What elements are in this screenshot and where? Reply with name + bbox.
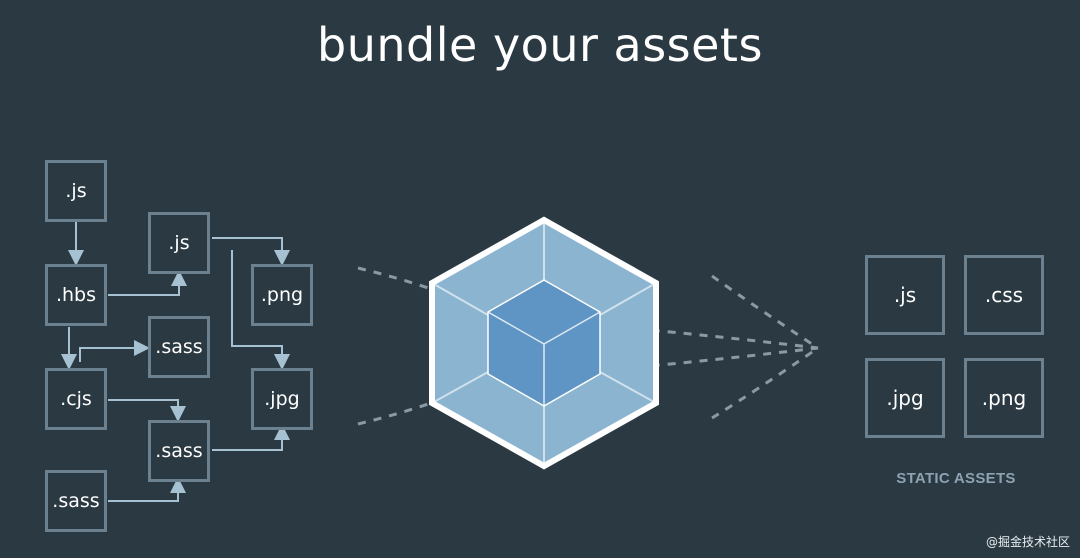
flow-out-mid-bottom xyxy=(603,346,819,372)
module-jpg: .jpg xyxy=(251,368,313,430)
connector-js-jpg xyxy=(231,250,290,370)
module-hbs: .hbs xyxy=(45,264,107,326)
flow-in-top xyxy=(357,266,441,294)
watermark: @掘金技术社区 xyxy=(985,535,1070,549)
page-title: bundle your assets xyxy=(317,18,763,72)
connector-cjs-sass2 xyxy=(108,399,186,422)
flow-in-bottom xyxy=(357,398,441,426)
asset-png: .png xyxy=(964,358,1044,438)
webpack-cube xyxy=(429,216,659,470)
connector-sass3-sass2 xyxy=(108,477,186,502)
dependency-connectors xyxy=(61,222,290,502)
flow-lines xyxy=(357,266,819,426)
flow-out-bottom xyxy=(711,346,819,420)
asset-css: .css xyxy=(964,255,1044,335)
asset-jpg: .jpg xyxy=(865,358,945,438)
module-js-1: .js xyxy=(45,160,107,222)
static-assets-label: STATIC ASSETS xyxy=(896,470,1016,487)
module-sass-1: .sass xyxy=(148,316,210,378)
module-sass-3: .sass xyxy=(45,470,107,532)
module-cjs: .cjs xyxy=(45,368,107,430)
asset-js: .js xyxy=(865,255,945,335)
connector-js-png xyxy=(212,237,290,266)
connector-hbs-js xyxy=(108,270,187,296)
flow-out-mid-top xyxy=(603,324,819,350)
connector-sass-jpg xyxy=(212,424,290,451)
module-png: .png xyxy=(251,264,313,326)
connector-cjs-sass xyxy=(79,340,150,362)
module-sass-2: .sass xyxy=(148,420,210,482)
flow-out-top xyxy=(711,274,819,350)
module-js-2: .js xyxy=(148,212,210,274)
